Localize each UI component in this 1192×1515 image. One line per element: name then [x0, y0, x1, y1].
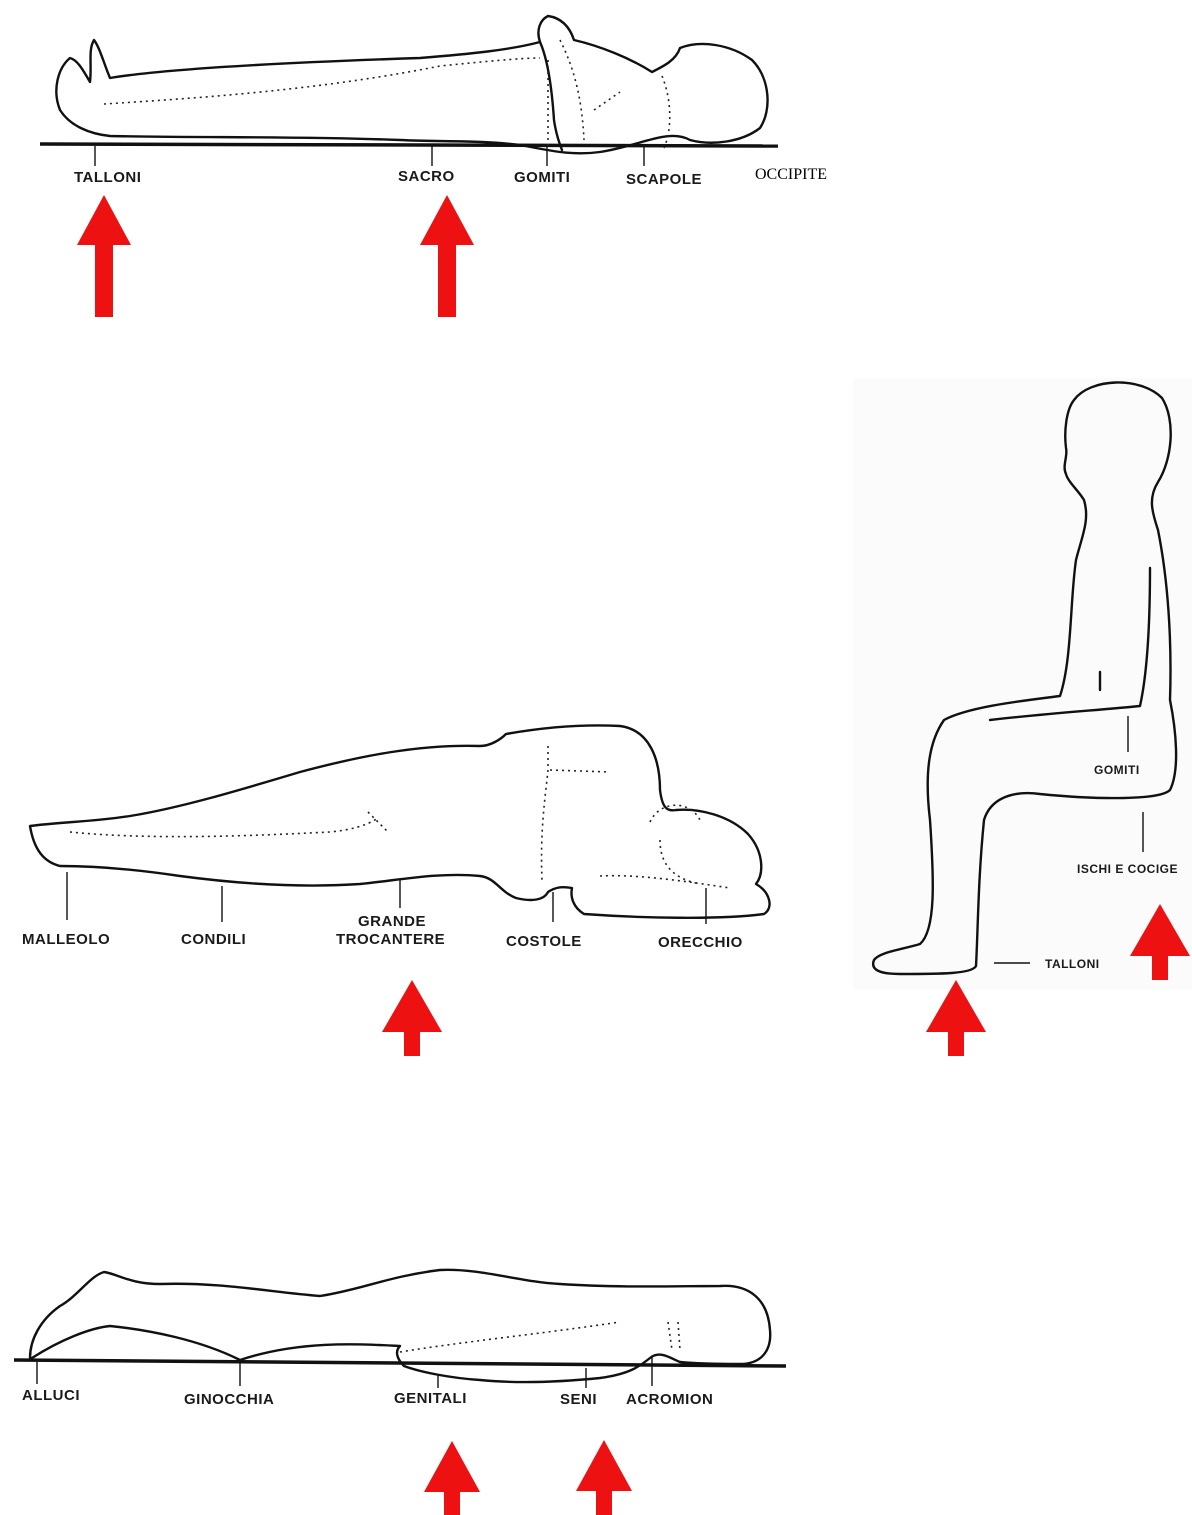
lateral-trochanter-label-line2: TROCANTERE: [336, 931, 445, 948]
lateral-trochanter-arrow-icon: [382, 980, 442, 1056]
prone-acromion-label: ACROMION: [626, 1391, 713, 1408]
supine-scapulae-label: SCAPOLE: [626, 171, 702, 188]
supine-hand-outline: [540, 42, 562, 150]
supine-arm-line: [548, 40, 670, 150]
seated-heels-label: TALLONI: [1045, 957, 1100, 971]
prone-knees-label: GINOCCHIA: [184, 1391, 274, 1408]
supine-occiput-label: OCCIPITE: [755, 166, 827, 183]
supine-sacrum-arrow-icon: [420, 195, 474, 317]
prone-genitals-arrow-icon: [424, 1441, 480, 1515]
lateral-condyles-label: CONDILI: [181, 931, 246, 948]
lateral-figure: MALLEOLO CONDILI GRANDE TROCANTERE COSTO…: [22, 725, 770, 1056]
lateral-ear-label: ORECCHIO: [658, 934, 743, 951]
supine-leg-line: [104, 58, 540, 104]
supine-sacrum-label: SACRO: [398, 168, 455, 185]
lateral-trochanter-label-line1: GRANDE: [358, 913, 426, 930]
seated-ischia-label: ISCHI E COCIGE: [1077, 862, 1178, 876]
prone-toes-label: ALLUCI: [22, 1387, 80, 1404]
lateral-ribs-label: COSTOLE: [506, 933, 582, 950]
prone-figure: ALLUCI GINOCCHIA GENITALI SENI ACROMION: [14, 1270, 786, 1515]
prone-torso-line: [400, 1322, 680, 1352]
lateral-malleolus-label: MALLEOLO: [22, 931, 110, 948]
supine-heels-label: TALLONI: [74, 169, 141, 186]
supine-body-outline: [56, 16, 767, 153]
prone-breasts-arrow-icon: [576, 1440, 632, 1515]
supine-heels-arrow-icon: [77, 195, 131, 317]
seated-heels-arrow-icon: [926, 980, 986, 1056]
prone-genitals-label: GENITALI: [394, 1390, 467, 1407]
lateral-torso-line: [542, 746, 730, 888]
seated-elbows-label: GOMITI: [1094, 763, 1140, 777]
supine-figure: TALLONI SACRO GOMITI SCAPOLE OCCIPITE: [40, 16, 827, 317]
seated-photo-background: [853, 378, 1192, 990]
seated-figure: GOMITI ISCHI E COCIGE TALLONI: [853, 378, 1192, 1056]
supine-elbows-label: GOMITI: [514, 169, 570, 186]
supine-floor-line: [40, 144, 778, 146]
lateral-leg-line: [70, 812, 388, 837]
prone-breasts-label: SENI: [560, 1391, 597, 1408]
